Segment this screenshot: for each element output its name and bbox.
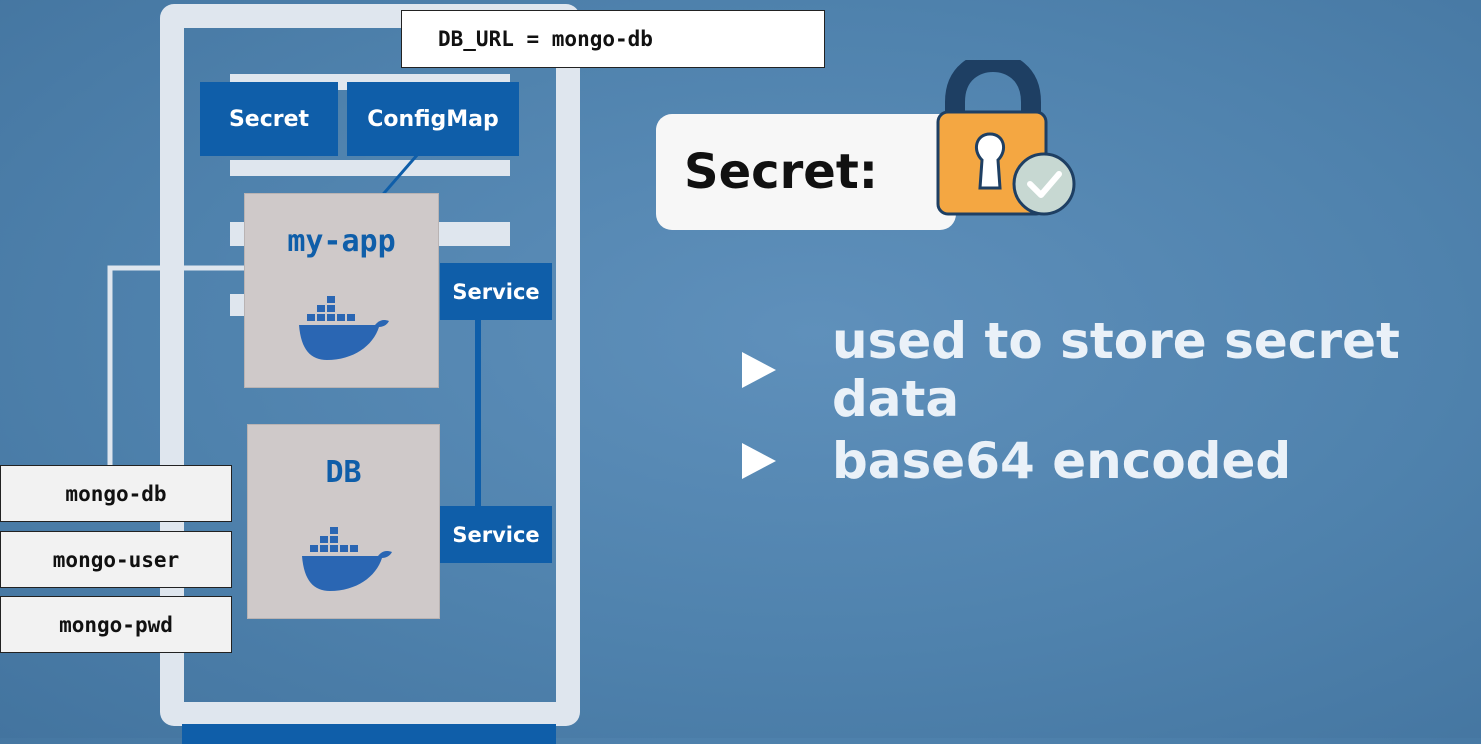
padlock-icon: [936, 60, 1076, 216]
my-app-label: my-app: [287, 224, 396, 259]
secret-value-mongo-db: mongo-db: [0, 465, 232, 522]
secret-heading: Secret:: [656, 114, 956, 230]
bullet-arrow-icon: [742, 352, 776, 388]
secret-heading-text: Secret:: [684, 144, 878, 200]
secret-component: Secret: [200, 82, 338, 156]
docker-whale-icon: [302, 527, 392, 591]
service-db: Service: [440, 506, 552, 563]
docker-whale-icon: [299, 296, 389, 360]
bullet-item: base64 encoded: [742, 432, 1291, 490]
db-label: DB: [325, 455, 362, 490]
secret-value-mongo-user: mongo-user: [0, 531, 232, 588]
node-stripe: [230, 160, 510, 176]
configmap-entry: DB_URL = mongo-db: [401, 10, 825, 68]
secret-value-mongo-pwd: mongo-pwd: [0, 596, 232, 653]
configmap-component: ConfigMap: [347, 82, 519, 156]
checkmark-icon: [1012, 152, 1076, 216]
bullet-text: used to store secret data: [832, 312, 1400, 428]
service-my-app: Service: [440, 263, 552, 320]
bullet-text: base64 encoded: [832, 432, 1292, 490]
bullet-item: used to store secret data: [742, 312, 1481, 428]
my-app-pod: my-app: [244, 193, 439, 388]
bullet-arrow-icon: [742, 443, 776, 479]
db-pod: DB: [247, 424, 440, 619]
